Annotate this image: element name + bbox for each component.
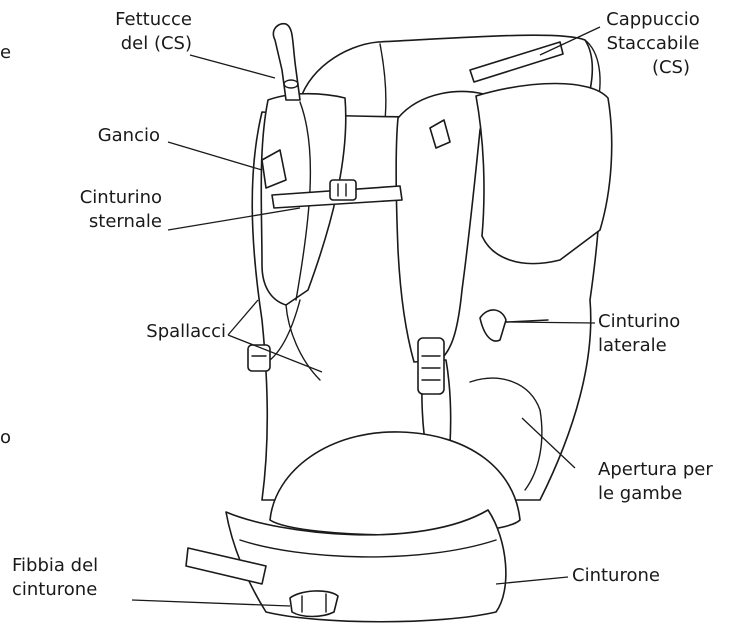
- edge-fragment-mid: o: [0, 426, 11, 450]
- label-cappuccio-line3: (CS): [588, 56, 718, 80]
- label-cinturino-laterale-line1: Cinturino: [598, 310, 724, 334]
- shoulder-slide-right: [418, 338, 444, 394]
- edge-fragment-top: e: [0, 41, 11, 65]
- label-cappuccio-line2: Staccabile: [588, 32, 718, 56]
- hood-tie-strap: [273, 24, 300, 100]
- label-fettucce-line2: del (CS): [80, 32, 192, 56]
- leader-gancio: [168, 142, 262, 170]
- label-fettucce-line1: Fettucce: [80, 8, 192, 32]
- label-cinturino-laterale: Cinturino laterale: [598, 310, 724, 358]
- shoulder-slide-left: [248, 345, 270, 371]
- label-cinturino-sternale: Cinturino sternale: [50, 186, 162, 234]
- right-strap-pad: [476, 84, 612, 264]
- label-gancio: Gancio: [60, 124, 160, 148]
- leader-spallacci-a: [228, 300, 258, 335]
- label-apertura-line1: Apertura per: [598, 458, 728, 482]
- label-cappuccio-line1: Cappuccio: [588, 8, 718, 32]
- label-cinturino-laterale-line2: laterale: [598, 334, 724, 358]
- label-fibbia: Fibbia del cinturone: [12, 554, 142, 602]
- label-fibbia-line1: Fibbia del: [12, 554, 142, 578]
- belt-buckle: [290, 591, 338, 617]
- label-spallacci: Spallacci: [110, 320, 226, 344]
- label-cinturino-sternale-line2: sternale: [50, 210, 162, 234]
- label-cinturone: Cinturone: [572, 564, 692, 588]
- label-apertura-line2: le gambe: [598, 482, 728, 506]
- leader-cinturone: [496, 577, 568, 584]
- label-fettucce: Fettucce del (CS): [80, 8, 192, 56]
- label-fibbia-line2: cinturone: [12, 578, 142, 602]
- label-apertura: Apertura per le gambe: [598, 458, 728, 506]
- leader-fettucce: [190, 55, 275, 78]
- label-cinturino-sternale-line1: Cinturino: [50, 186, 162, 210]
- sternum-buckle: [330, 180, 356, 200]
- label-cappuccio: Cappuccio Staccabile (CS): [588, 8, 718, 80]
